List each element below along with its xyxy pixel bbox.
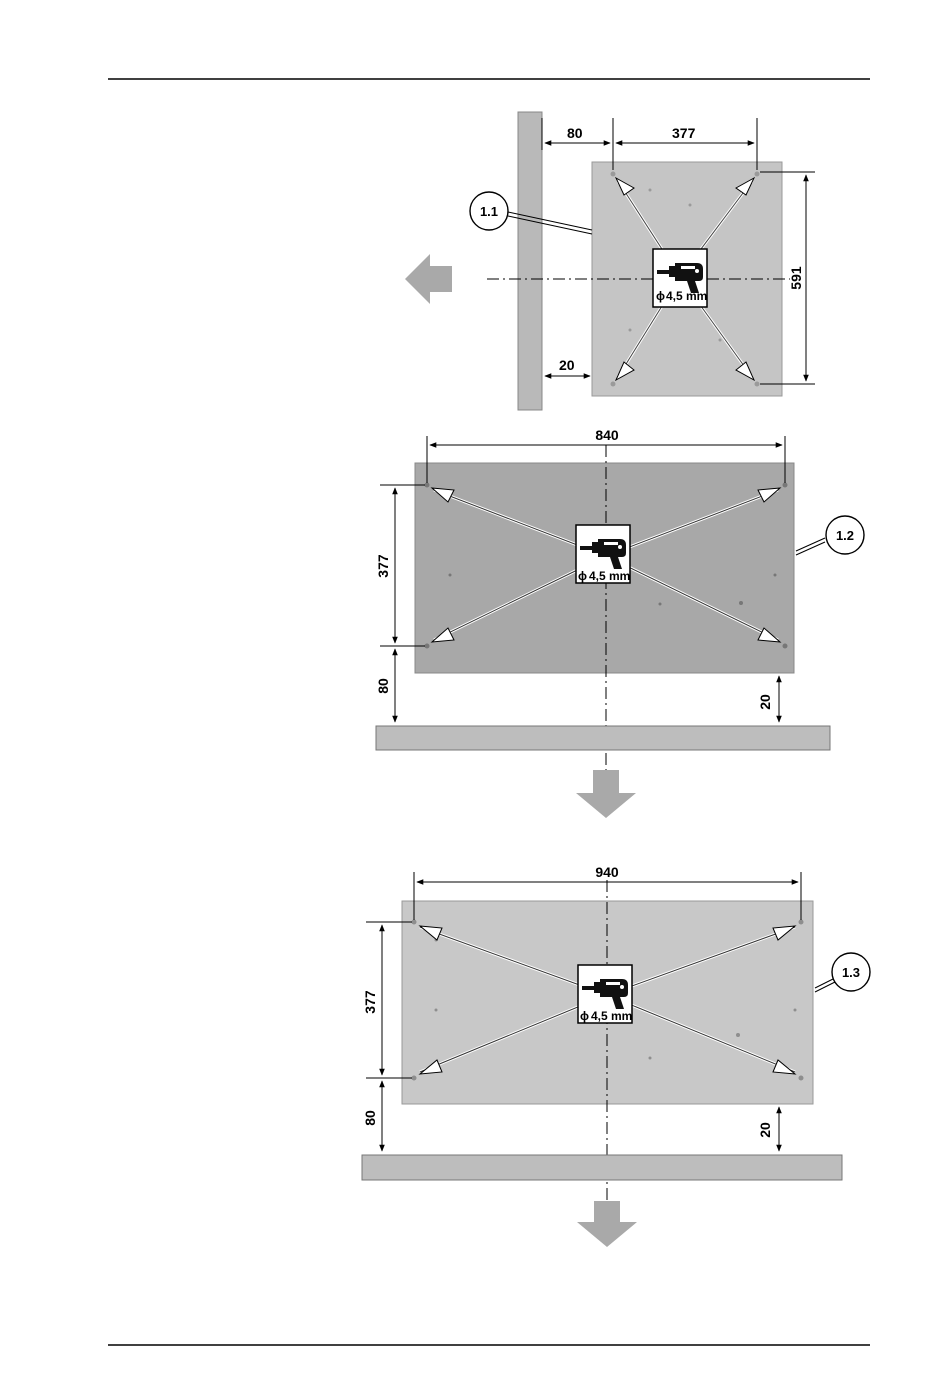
diagram-2-floor-mounting: ϕ 4,5 mm 840 377 80 20 1.2 (375, 427, 864, 818)
floor-3 (362, 1155, 842, 1180)
drill-label: 4,5 mm (591, 1009, 632, 1023)
dim-377: 377 (362, 990, 378, 1014)
dim-20: 20 (757, 694, 773, 710)
drill-symbol: ϕ (656, 289, 665, 303)
side-wall (518, 112, 542, 410)
diagram-1-side-wall-mounting: ϕ 4,5 mm 80 377 591 20 1.1 (405, 112, 815, 410)
callout-1-3: 1.3 (842, 965, 860, 980)
dim-940: 940 (595, 864, 619, 880)
dim-591: 591 (788, 266, 804, 290)
dim-80: 80 (362, 1110, 378, 1126)
floor-2 (376, 726, 830, 750)
callout-1-2: 1.2 (836, 528, 854, 543)
direction-arrow-down-3 (577, 1201, 637, 1247)
drill-symbol: ϕ (580, 1009, 589, 1023)
callout-1-1: 1.1 (480, 204, 498, 219)
diagram-3-floor-mounting: ϕ 4,5 mm 940 377 80 20 1.3 (362, 864, 870, 1247)
drill-label: 4,5 mm (589, 569, 630, 583)
dim-20: 20 (757, 1122, 773, 1138)
dim-377-top: 377 (672, 125, 696, 141)
dim-840: 840 (595, 427, 619, 443)
dim-20-bottom: 20 (559, 357, 575, 373)
direction-arrow-left (405, 254, 452, 304)
dim-80-top: 80 (567, 125, 583, 141)
drill-symbol: ϕ (578, 569, 587, 583)
drill-label: 4,5 mm (666, 289, 707, 303)
dim-80: 80 (375, 678, 391, 694)
dim-377: 377 (375, 554, 391, 578)
direction-arrow-down-2 (576, 770, 636, 818)
